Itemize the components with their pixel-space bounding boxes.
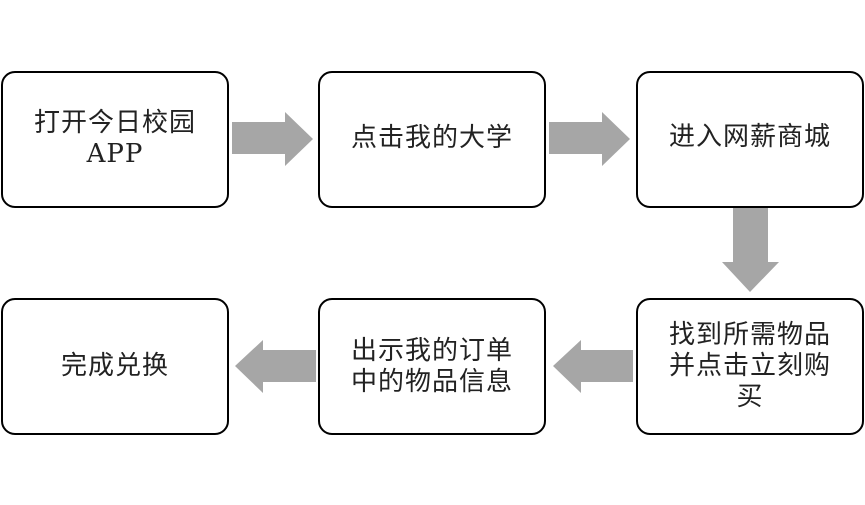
step-box-find-and-buy: 找到所需物品 并点击立刻购 买 xyxy=(636,298,864,435)
arrow-down-step3-to-step4 xyxy=(722,208,779,292)
arrow-left-step4-to-step5 xyxy=(553,340,633,393)
step-5-label: 出示我的订单 中的物品信息 xyxy=(350,335,513,397)
arrow-left-step5-to-step6 xyxy=(235,340,316,393)
arrow-right-step2-to-step3 xyxy=(549,112,630,166)
step-4-label: 找到所需物品 并点击立刻购 买 xyxy=(668,320,831,412)
step-box-enter-store: 进入网薪商城 xyxy=(636,71,864,208)
step-box-show-order: 出示我的订单 中的物品信息 xyxy=(318,298,546,435)
step-1-label: 打开今日校园 APP xyxy=(33,107,196,169)
step-box-complete-exchange: 完成兑换 xyxy=(1,298,229,435)
arrow-right-step1-to-step2 xyxy=(232,112,313,166)
step-2-label: 点击我的大学 xyxy=(350,123,513,153)
step-3-label: 进入网薪商城 xyxy=(668,122,831,152)
step-box-open-app: 打开今日校园 APP xyxy=(1,71,229,208)
step-6-label: 完成兑换 xyxy=(60,351,169,381)
step-box-click-my-university: 点击我的大学 xyxy=(318,71,546,208)
